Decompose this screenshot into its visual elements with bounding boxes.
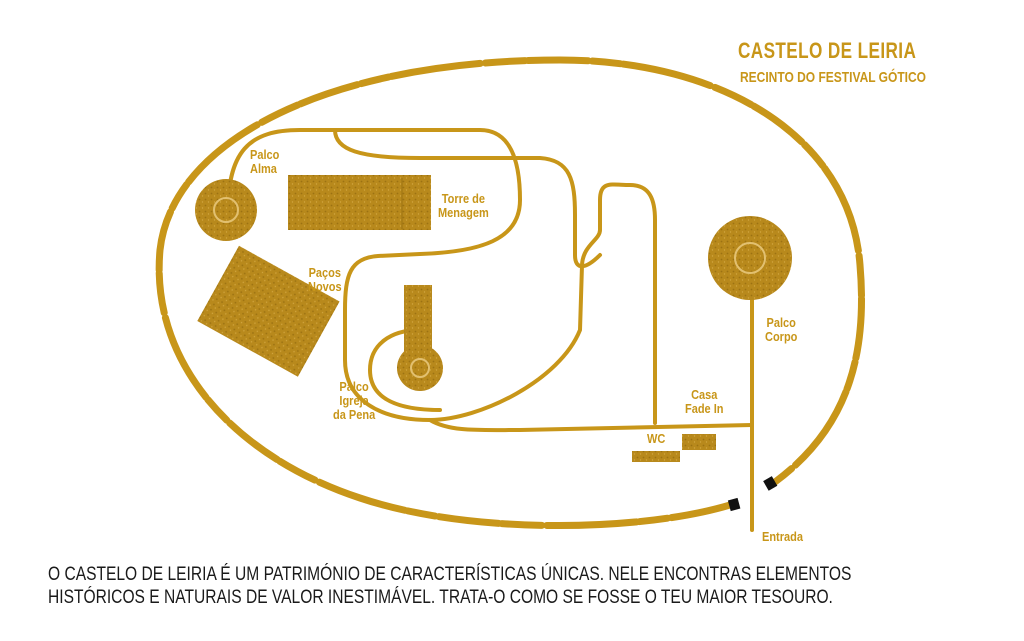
footer-line-1: O CASTELO DE LEIRIA É UM PATRIMÓNIO DE C…: [48, 564, 852, 585]
wc-building-2: [682, 434, 716, 450]
label-entrada: Entrada: [762, 530, 803, 544]
palco-igreja-stage: [397, 345, 443, 391]
path-upper: [333, 128, 602, 269]
label-pacos-novos: Paços Novos: [308, 266, 342, 294]
label-torre-de-menagem: Torre de Menagem: [438, 192, 489, 220]
footer-notice: O CASTELO DE LEIRIA É UM PATRIMÓNIO DE C…: [48, 563, 851, 609]
label-casa-fade-in: Casa Fade In: [685, 388, 724, 416]
palco-alma-stage: [195, 179, 257, 241]
footer-line-2: HISTÓRICOS E NATURAIS DE VALOR INESTIMÁV…: [48, 587, 833, 608]
pacos-novos-building: [197, 245, 340, 377]
path-igreja: [368, 328, 442, 412]
label-palco-alma: Palco Alma: [250, 148, 280, 176]
map-title: CASTELO DE LEIRIA: [738, 38, 917, 63]
gate-marker-left: [727, 497, 741, 512]
map-subtitle: RECINTO DO FESTIVAL GÓTICO: [740, 69, 927, 86]
label-palco-corpo: Palco Corpo: [765, 316, 798, 344]
castle-wall: [155, 56, 866, 529]
path-bottom: [428, 418, 754, 433]
wc-building-1: [632, 451, 680, 462]
palco-corpo-stage: [708, 216, 792, 300]
gate-marker-right: [763, 476, 778, 491]
path-main-loop: [225, 128, 657, 425]
label-palco-igreja-da-pena: Palco Igreja da Pena: [333, 380, 376, 422]
torre-de-menagem-building: [288, 175, 431, 230]
label-wc: WC: [647, 432, 666, 446]
